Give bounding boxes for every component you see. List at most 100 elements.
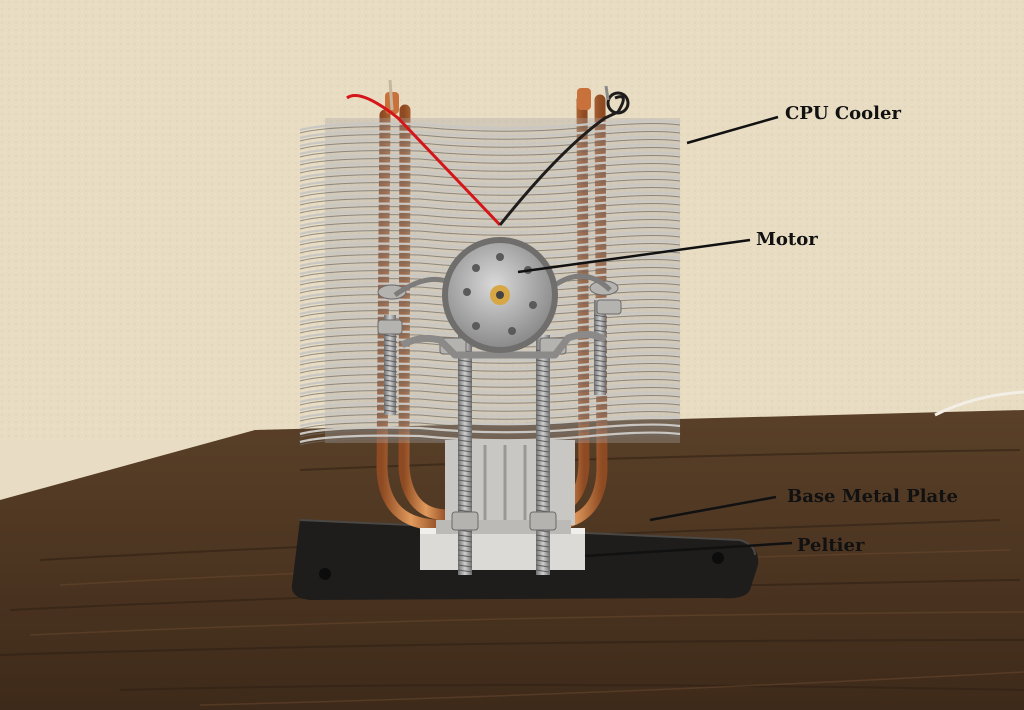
bolt-thread	[457, 484, 473, 488]
bolt-thread	[535, 494, 550, 498]
motor-label: Motor	[756, 229, 818, 250]
bolt-thread	[535, 369, 550, 373]
bolt-thread	[535, 534, 550, 538]
bolt-thread	[457, 499, 473, 503]
bolt-thread	[457, 419, 473, 423]
cooler-fin	[299, 151, 681, 164]
bolt-thread	[535, 359, 550, 363]
bolt-thread	[457, 449, 473, 453]
bolt-thread	[457, 429, 473, 433]
cooler-fin-shadow	[299, 147, 681, 158]
bolt-thread	[457, 384, 473, 388]
bolt-thread	[593, 364, 608, 368]
bolt-thread	[535, 379, 550, 383]
cooler-fin-shadow	[299, 123, 681, 134]
motor-bracket	[400, 331, 607, 359]
cooler-fin	[299, 367, 681, 380]
bolt-thread	[535, 459, 550, 463]
motor	[442, 237, 558, 353]
bolt-thread	[383, 369, 398, 373]
bolt-thread	[457, 359, 473, 363]
bolt-thread	[457, 539, 473, 543]
bolt-thread	[457, 559, 473, 563]
cooler-fin	[299, 391, 681, 404]
red-wire	[346, 94, 502, 227]
black-wire	[498, 95, 625, 226]
bolt-thread	[535, 504, 550, 508]
bolt-thread	[457, 469, 473, 473]
bolt-thread	[457, 479, 473, 483]
bolt-thread	[535, 544, 550, 548]
bolt-thread	[593, 314, 608, 318]
bolt-thread	[457, 389, 473, 393]
cooler-fin	[299, 351, 681, 364]
bolt-thread	[535, 549, 550, 553]
cooler-fin-shadow	[299, 139, 681, 150]
cooler-fin	[299, 423, 681, 436]
cooler-fin	[299, 191, 681, 204]
bolt-thread	[535, 394, 550, 398]
cooler-fin-shadow	[299, 179, 681, 190]
bolt-thread	[457, 494, 473, 498]
bolt-thread	[383, 404, 398, 408]
bolt-thread	[535, 374, 550, 378]
cooler-fin-shadow	[299, 187, 681, 198]
bolt-thread	[457, 569, 473, 573]
bolt-thread	[535, 559, 550, 563]
motor-leader	[517, 238, 751, 274]
bolt-thread	[457, 474, 473, 478]
bolt-thread	[383, 394, 398, 398]
cooler-fin	[299, 223, 681, 236]
cooler-fin-shadow	[299, 411, 681, 422]
cooler-fin	[299, 199, 681, 212]
cooler-fin	[299, 359, 681, 372]
bolt-thread	[535, 434, 550, 438]
bolt-thread	[535, 399, 550, 403]
bolt-thread	[457, 439, 473, 443]
bolt-thread	[593, 359, 608, 363]
bolt-thread	[383, 374, 398, 378]
bolt-thread	[535, 409, 550, 413]
bolt-thread	[383, 344, 398, 348]
base-plate-leader	[649, 495, 777, 522]
bolt-thread	[535, 569, 550, 573]
cooler-fin-shadow	[299, 355, 681, 366]
bolt-thread	[457, 534, 473, 538]
cooler-fin	[299, 159, 681, 172]
cooler-fin-shadow	[299, 219, 681, 230]
bolt-thread	[457, 504, 473, 508]
bolt-thread	[457, 414, 473, 418]
bolt-thread	[383, 354, 398, 358]
bolt-thread	[535, 364, 550, 368]
cooler-fin	[299, 127, 681, 140]
bolt-thread	[593, 349, 608, 353]
bolt-thread	[383, 339, 398, 343]
bolt-thread	[383, 389, 398, 393]
bolt-thread	[383, 399, 398, 403]
bolt-thread	[593, 379, 608, 383]
cooler-fin-shadow	[299, 403, 681, 414]
bolt-thread	[383, 384, 398, 388]
cooler-fin	[299, 407, 681, 420]
cooler-fin	[299, 375, 681, 388]
bolt-thread	[457, 399, 473, 403]
bolt-thread	[457, 444, 473, 448]
bolt-thread	[593, 344, 608, 348]
bolt-thread	[457, 554, 473, 558]
peltier-label: Peltier	[797, 535, 865, 556]
cooler-fin	[299, 383, 681, 396]
bolt-thread	[593, 384, 608, 388]
bolt-thread	[535, 424, 550, 428]
cpu-cooler-leader	[686, 115, 779, 145]
cooler-fin-shadow	[299, 203, 681, 214]
bolt-thread	[457, 489, 473, 493]
bolt-thread	[383, 349, 398, 353]
cooler-fin-shadow	[299, 227, 681, 238]
cooler-fin	[299, 167, 681, 180]
bolt-thread	[535, 389, 550, 393]
cooler-fin-shadow	[299, 155, 681, 166]
bolt-thread	[535, 554, 550, 558]
bolt-thread	[593, 329, 608, 333]
